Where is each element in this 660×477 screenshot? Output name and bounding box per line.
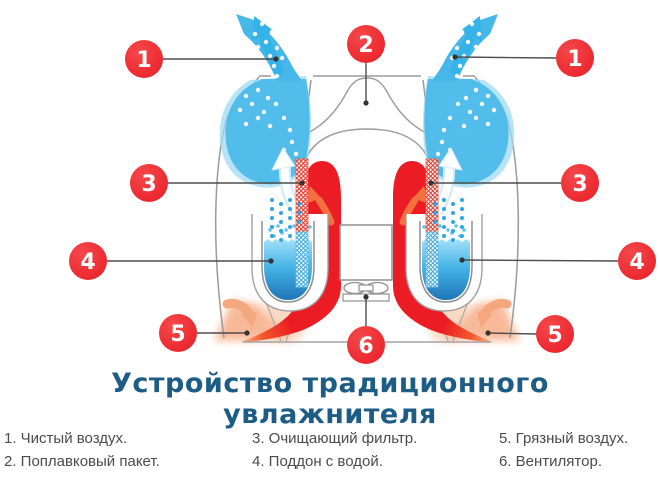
legend-item-4: 4. Поддон с водой. [252, 453, 383, 470]
dirty-air-arrow-icon [222, 299, 257, 328]
callout-2: 2 [347, 25, 385, 106]
diagram-title: Устройство традиционного увлажнителя [111, 368, 549, 430]
legend-item-1: 1. Чистый воздух. [4, 430, 128, 447]
legend: 1. Чистый воздух. 2. Поплавковый пакет. … [0, 427, 660, 477]
callout-5-left: 5 [159, 314, 250, 352]
callout-3-left: 3 [130, 164, 305, 202]
callout-4-left: 4 [69, 242, 274, 280]
callout-number: 3 [141, 172, 156, 197]
callout-3-right: 3 [428, 164, 599, 202]
float-packet-shape [305, 77, 429, 135]
legend-item-6: 6. Вентилятор. [499, 453, 602, 470]
callout-6: 6 [347, 294, 385, 364]
fan-icon [343, 281, 389, 295]
white-flow-arrow-icon [271, 147, 302, 216]
callout-number: 5 [170, 322, 185, 347]
legend-column-1: 1. Чистый воздух. 2. Поплавковый пакет. [4, 427, 160, 473]
callout-number: 1 [136, 48, 151, 73]
fan-housing [339, 224, 393, 302]
hot-air-arrow-icon [305, 186, 335, 226]
callout-number: 1 [567, 47, 582, 72]
fan-box [339, 224, 393, 281]
callout-5-right: 5 [485, 315, 574, 353]
air-water-unit-right [393, 11, 520, 343]
callout-number: 3 [572, 172, 587, 197]
callout-number: 4 [80, 250, 95, 275]
legend-item-5: 5. Грязный воздух. [499, 430, 629, 447]
callout-number: 6 [358, 334, 373, 359]
air-water-unit-left [214, 14, 341, 343]
legend-item-3: 3. Очищающий фильтр. [252, 430, 418, 447]
callout-1-right: 1 [452, 39, 594, 77]
callout-1-left: 1 [125, 40, 279, 78]
callout-number: 5 [547, 323, 562, 348]
mist-dots-blue [270, 198, 301, 242]
legend-item-2: 2. Поплавковый пакет. [4, 453, 160, 470]
mist-dots-white [237, 21, 299, 157]
legend-column-2: 3. Очищающий фильтр. 4. Поддон с водой. [252, 427, 417, 473]
callout-number: 2 [358, 33, 373, 58]
callout-4-right: 4 [459, 242, 656, 280]
callout-number: 4 [629, 250, 644, 275]
legend-column-3: 5. Грязный воздух. 6. Вентилятор. [499, 427, 628, 473]
humidifier-diagram: 1 2 1 3 3 4 4 [69, 0, 656, 364]
device-outline-top [259, 75, 475, 167]
inner-arch [302, 128, 432, 167]
